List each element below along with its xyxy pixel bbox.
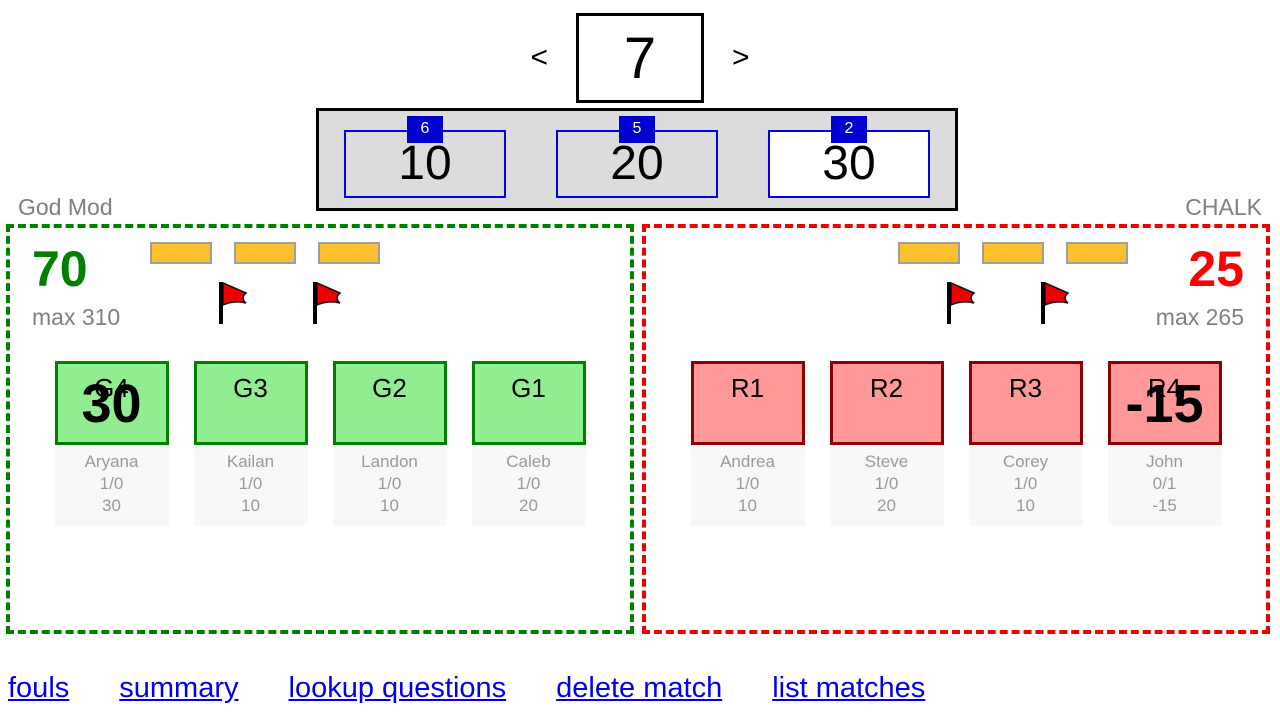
player-name: Corey (1002, 452, 1049, 471)
player-slot-button[interactable]: G1 (471, 361, 586, 445)
round-stepper: < 7 > (0, 12, 1280, 104)
player-slot-button[interactable]: R1 (690, 361, 805, 445)
round-number-display[interactable]: 7 (576, 13, 704, 103)
player-slot-label: G1 (511, 373, 546, 403)
player-name: Steve (864, 452, 909, 471)
player-record: 1/0 (377, 473, 402, 493)
player-points: 30 (102, 495, 121, 515)
link-list-matches[interactable]: list matches (772, 672, 926, 704)
player-record: 1/0 (1013, 473, 1038, 493)
player-slot-button[interactable]: R2 (829, 361, 944, 445)
player-points: 20 (877, 495, 896, 515)
yellow-cards-left (150, 242, 380, 264)
player-slot-label: G3 (233, 373, 268, 403)
player-slot-label: R4 (1147, 373, 1182, 403)
player-slot-button[interactable]: R3 (968, 361, 1083, 445)
link-delete-match[interactable]: delete match (556, 672, 723, 704)
player-record: 1/0 (735, 473, 760, 493)
yellow-card-icon[interactable] (150, 242, 212, 264)
link-summary[interactable]: summary (119, 672, 239, 704)
player-slot-button[interactable]: G2 (332, 361, 447, 445)
link-lookup-questions[interactable]: lookup questions (288, 672, 507, 704)
value-option-badge: 6 (407, 115, 443, 143)
link-fouls[interactable]: fouls (8, 672, 70, 704)
player-slot-label: R2 (869, 373, 904, 403)
team-max-score-left: max 310 (32, 304, 121, 330)
player-name: Andrea (720, 452, 775, 471)
value-option-badge: 5 (619, 115, 655, 143)
yellow-card-icon[interactable] (1066, 242, 1128, 264)
player-points: 10 (1016, 495, 1035, 515)
player-slot-label: G2 (372, 373, 407, 403)
yellow-cards-right (898, 242, 1128, 264)
player-points: 10 (241, 495, 260, 515)
player-slot-label: R1 (730, 373, 765, 403)
player-name: Caleb (506, 452, 551, 471)
player-name: Aryana (84, 452, 139, 471)
yellow-card-icon[interactable] (898, 242, 960, 264)
red-flag-icon[interactable] (216, 280, 252, 324)
player-points: 10 (380, 495, 399, 515)
player-record: 0/1 (1152, 473, 1177, 493)
player-points: 10 (738, 495, 757, 515)
player-slot-button[interactable]: R4-15 (1107, 361, 1222, 445)
yellow-card-icon[interactable] (982, 242, 1044, 264)
next-round-button[interactable]: > (732, 41, 750, 74)
yellow-card-icon[interactable] (234, 242, 296, 264)
player-slot-label: G4 (94, 373, 129, 403)
team-score-left: 70 (32, 241, 88, 297)
player-points: -15 (1152, 495, 1177, 515)
player-slot-label: R3 (1008, 373, 1043, 403)
red-flag-icon[interactable] (1038, 280, 1074, 324)
red-flag-icon[interactable] (310, 280, 346, 324)
player-name: Landon (361, 452, 418, 471)
red-flags-left (216, 280, 346, 324)
prev-round-button[interactable]: < (530, 41, 548, 74)
player-info[interactable]: John 0/1-15 (1107, 445, 1222, 527)
player-record: 1/0 (99, 473, 124, 493)
player-name: Kailan (226, 452, 275, 471)
value-option-badge: 2 (831, 115, 867, 143)
red-flags-right (944, 280, 1074, 324)
red-flag-icon[interactable] (944, 280, 980, 324)
player-name: John (1146, 452, 1183, 471)
team-name-left: God Mod (18, 194, 113, 220)
team-max-score-right: max 265 (1155, 304, 1244, 330)
team-score-right: 25 (1188, 241, 1244, 297)
player-slot-button[interactable]: G3 (193, 361, 308, 445)
yellow-card-icon[interactable] (318, 242, 380, 264)
player-record: 1/0 (516, 473, 541, 493)
action-links: fouls summary lookup questions delete match… (0, 672, 1280, 705)
player-points: 20 (519, 495, 538, 515)
value-option-box[interactable]: 10 (344, 129, 506, 198)
player-record: 1/0 (874, 473, 899, 493)
team-name-right: CHALK (1185, 194, 1262, 220)
player-record: 1/0 (238, 473, 263, 493)
